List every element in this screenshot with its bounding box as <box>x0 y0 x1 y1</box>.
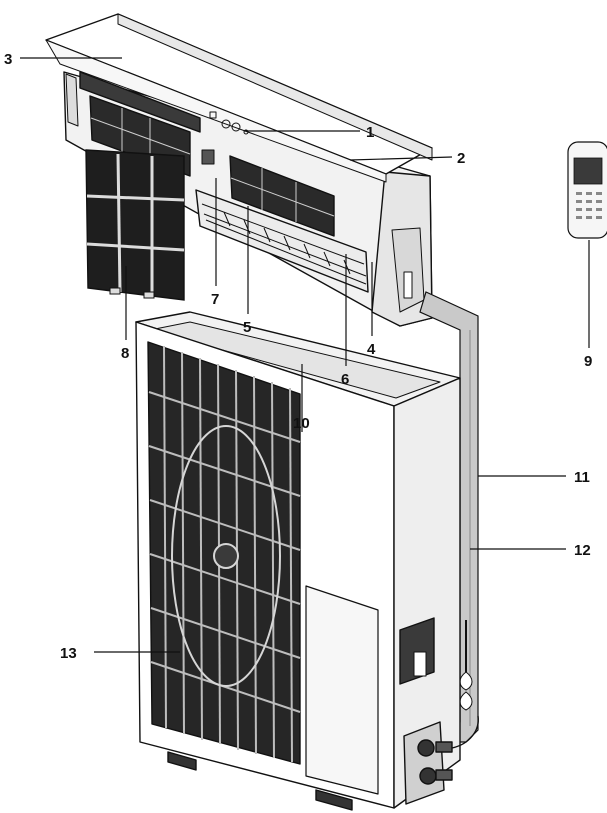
outdoor-foot-left <box>167 751 197 771</box>
indoor-unit <box>45 13 433 327</box>
access-panel <box>305 585 379 795</box>
display-panel <box>209 111 249 135</box>
callout-13: 13 <box>60 645 77 662</box>
air-filter <box>85 149 185 301</box>
callout-11: 11 <box>574 469 590 486</box>
fan-guard-bars <box>148 345 301 763</box>
callout-3: 3 <box>4 51 12 68</box>
callout-5: 5 <box>243 319 251 336</box>
callout-numbers: 1 2 3 4 5 6 7 8 9 10 11 12 13 <box>4 51 592 662</box>
leader-lines <box>20 57 590 653</box>
air-intake-grille <box>79 71 201 133</box>
callout-12: 12 <box>574 542 591 559</box>
outdoor-unit <box>135 311 479 811</box>
valve-cover-handle <box>413 651 427 677</box>
vertical-flaps <box>223 211 351 275</box>
callout-7: 7 <box>211 291 219 308</box>
outdoor-side <box>393 377 461 809</box>
callout-2: 2 <box>457 150 465 167</box>
remote-control <box>567 141 607 239</box>
right-filter-slot <box>229 155 335 237</box>
indoor-end-cap-vent <box>403 271 413 299</box>
leader-2 <box>349 156 453 161</box>
callout-4: 4 <box>367 341 376 358</box>
callout-10: 10 <box>293 415 310 432</box>
callout-6: 6 <box>341 371 349 388</box>
air-outlet <box>195 189 369 293</box>
fan-hub-icon <box>171 425 281 687</box>
callout-8: 8 <box>121 345 129 362</box>
service-valves <box>403 721 453 805</box>
remote-screen <box>573 157 603 185</box>
emergency-button-area <box>201 149 215 165</box>
outdoor-foot-right <box>315 789 353 811</box>
callout-1: 1 <box>366 124 374 141</box>
callout-9: 9 <box>584 353 592 370</box>
